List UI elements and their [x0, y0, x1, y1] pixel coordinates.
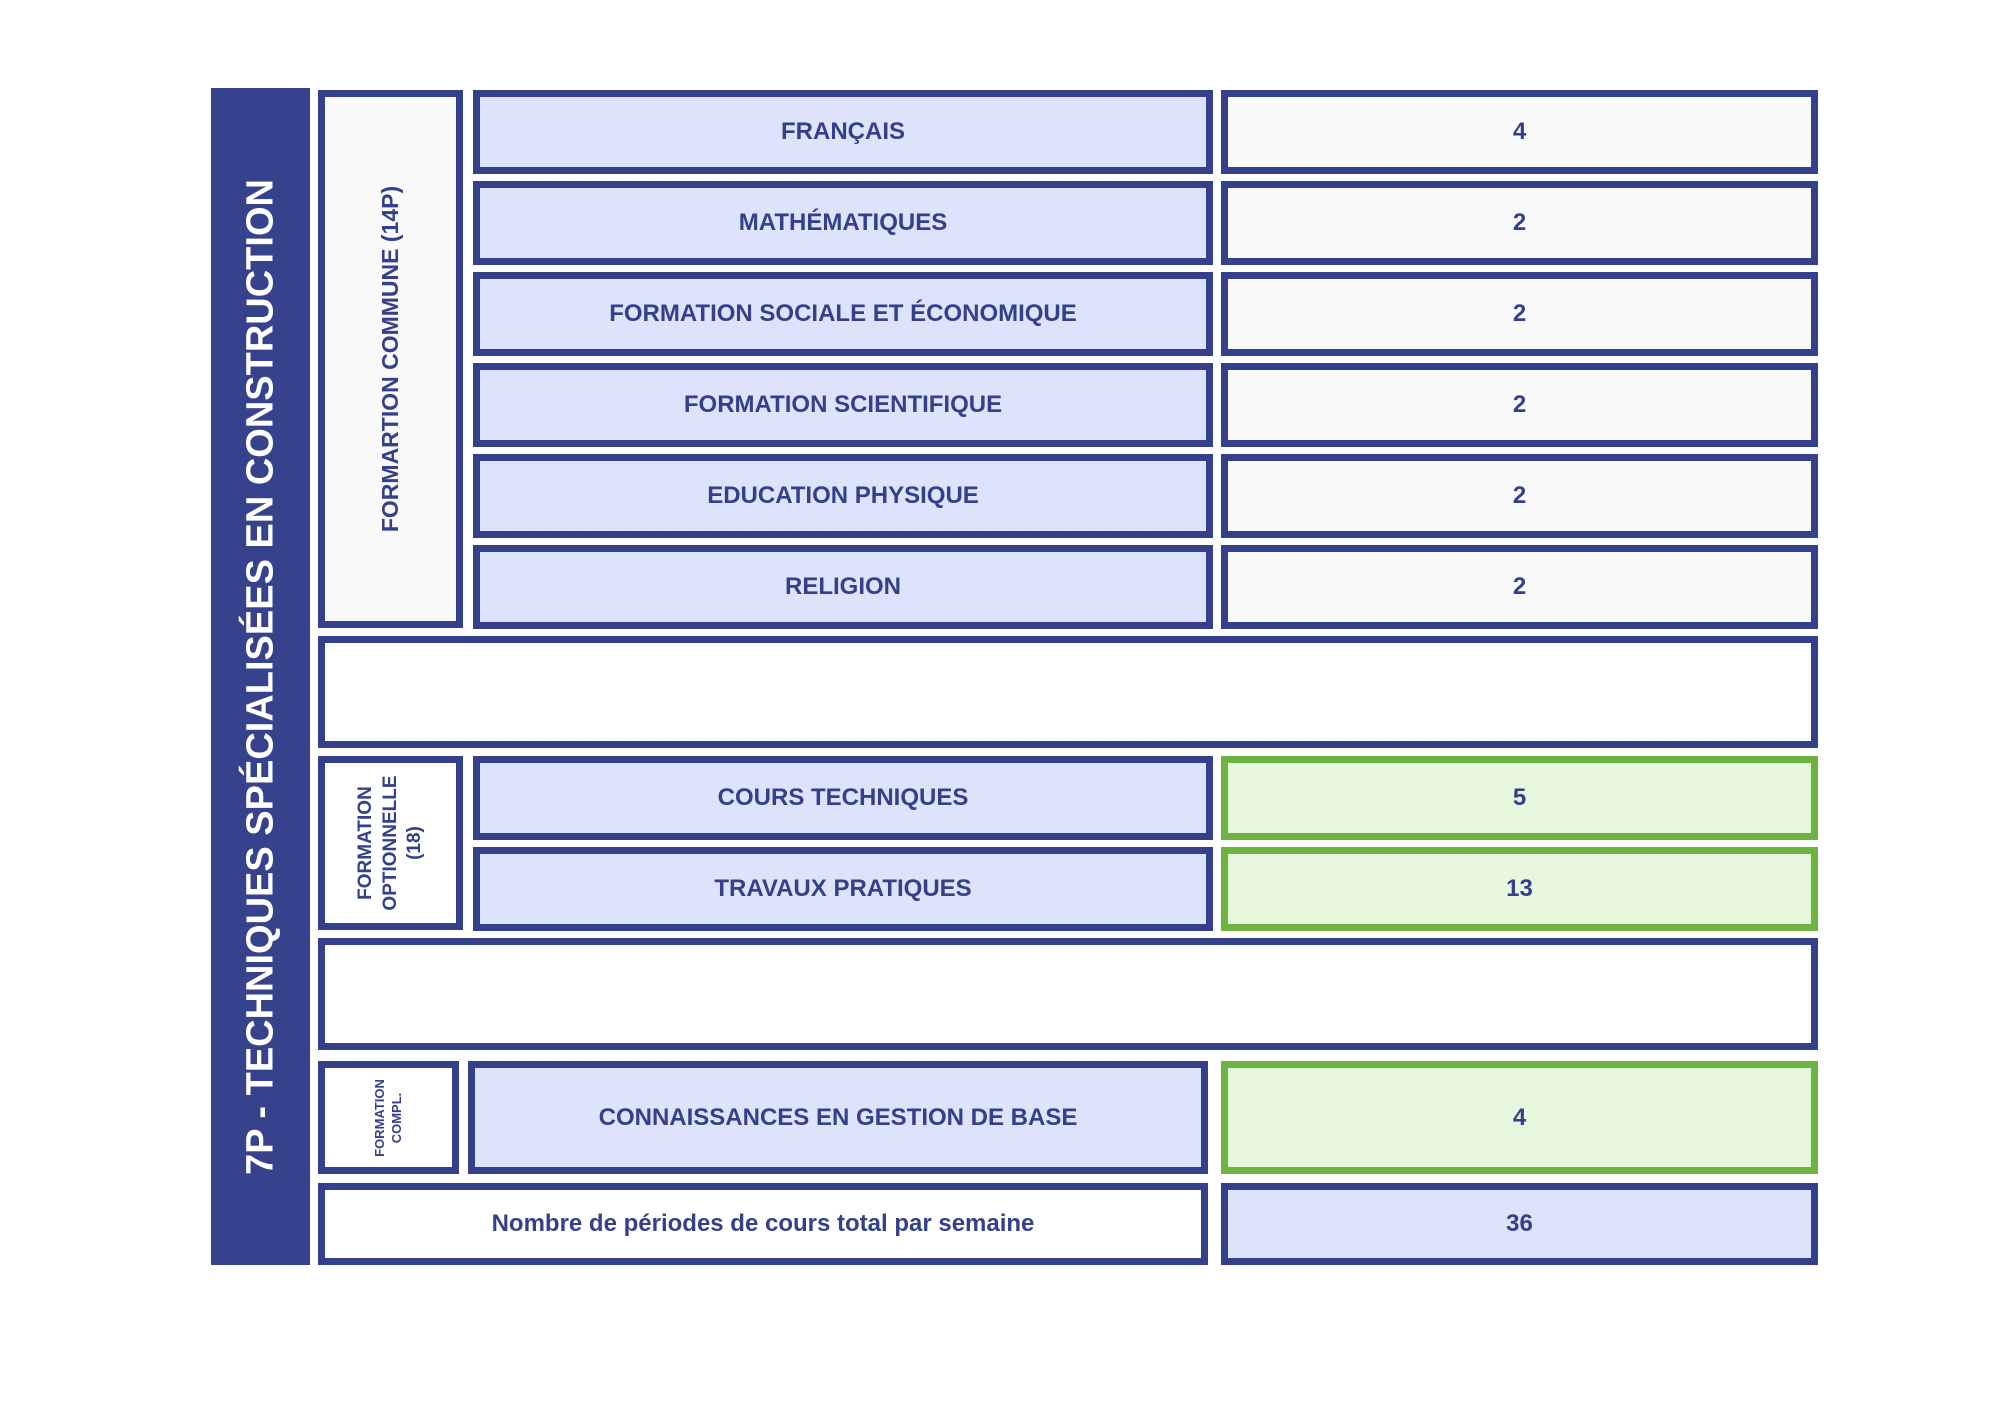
course-periods: 13 [1221, 847, 1818, 931]
course-subject: CONNAISSANCES EN GESTION DE BASE [468, 1061, 1208, 1174]
course-periods: 2 [1221, 363, 1818, 447]
course-periods: 2 [1221, 545, 1818, 629]
course-periods: 2 [1221, 454, 1818, 538]
course-subject: COURS TECHNIQUES [473, 756, 1213, 840]
group-formation-commune: FORMARTION COMMUNE (14P) [318, 90, 463, 628]
group-formation-commune-label: FORMARTION COMMUNE (14P) [376, 185, 403, 533]
group-formation-complementaire-label: FORMATION COMPL. [372, 1079, 406, 1157]
group-label-line: COMPL. [388, 1092, 404, 1143]
course-subject: FRANÇAIS [473, 90, 1213, 174]
group-label-line: FORMATION [354, 786, 376, 900]
total-label: Nombre de périodes de cours total par se… [318, 1183, 1208, 1265]
group-label-line: FORMATION [371, 1078, 387, 1157]
course-periods: 5 [1221, 756, 1818, 840]
group-formation-optionnelle-label: FORMATION OPTIONNELLE (18) [353, 775, 427, 910]
group-formation-optionnelle: FORMATION OPTIONNELLE (18) [318, 756, 463, 930]
course-subject: TRAVAUX PRATIQUES [473, 847, 1213, 931]
course-periods: 2 [1221, 272, 1818, 356]
spacer-row [318, 636, 1818, 748]
total-value: 36 [1221, 1183, 1818, 1265]
group-label-line: OPTIONNELLE [379, 775, 401, 911]
course-periods: 4 [1221, 1061, 1818, 1174]
course-periods: 2 [1221, 181, 1818, 265]
program-title-band: 7P - TECHNIQUES SPÉCIALISÉES EN CONSTRUC… [211, 88, 310, 1265]
spacer-row [318, 938, 1818, 1050]
course-subject: FORMATION SCIENTIFIQUE [473, 363, 1213, 447]
group-label-line: (18) [403, 826, 425, 860]
course-subject: RELIGION [473, 545, 1213, 629]
course-periods: 4 [1221, 90, 1818, 174]
course-subject: MATHÉMATIQUES [473, 181, 1213, 265]
group-formation-complementaire: FORMATION COMPL. [318, 1061, 459, 1174]
course-subject: FORMATION SOCIALE ET ÉCONOMIQUE [473, 272, 1213, 356]
course-subject: EDUCATION PHYSIQUE [473, 454, 1213, 538]
program-title: 7P - TECHNIQUES SPÉCIALISÉES EN CONSTRUC… [238, 178, 281, 1175]
